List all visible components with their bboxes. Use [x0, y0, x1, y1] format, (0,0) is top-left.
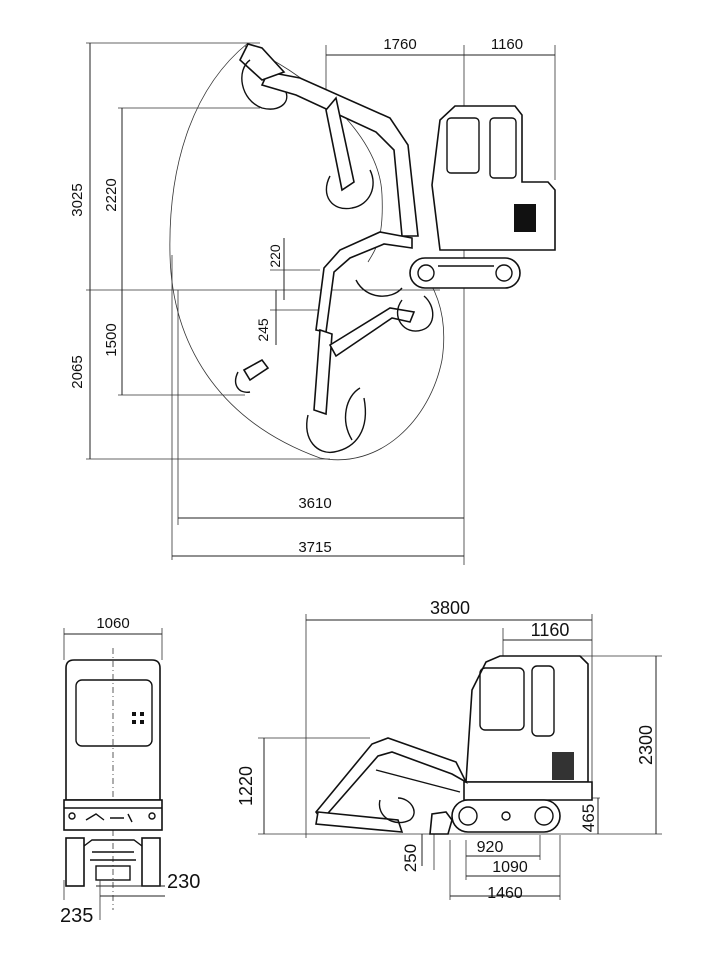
dim-465: 465	[579, 804, 598, 832]
dim-235: 235	[60, 905, 93, 927]
arm-dig	[242, 358, 270, 382]
front-windshield	[75, 679, 153, 747]
base-bolt	[148, 812, 156, 820]
front-light	[140, 720, 144, 724]
dim-3025: 3025	[69, 183, 86, 216]
dim-1060: 1060	[96, 615, 129, 632]
arm-raised	[239, 43, 286, 81]
cab-window	[446, 117, 480, 174]
side-track-roller	[501, 811, 511, 821]
side-boom	[314, 737, 468, 822]
base-bolt	[68, 812, 76, 820]
dim-1090: 1090	[492, 859, 528, 876]
dim-220: 220	[267, 244, 283, 268]
bucket-upper	[355, 279, 403, 297]
side-track-wheel	[458, 806, 478, 826]
track-wheel	[417, 264, 435, 282]
dim-245: 245	[255, 318, 271, 342]
side-window	[531, 665, 555, 737]
front-track-left	[65, 837, 85, 887]
working-range-view: 3025 2220 220 245 1500 2065 1760 1160 36…	[69, 36, 556, 565]
front-view: 1060 230 235	[60, 615, 200, 927]
dim-920: 920	[477, 839, 504, 856]
dim-3715: 3715	[298, 539, 331, 556]
dim-250: 250	[401, 844, 420, 872]
front-light	[132, 712, 136, 716]
track	[409, 257, 521, 289]
bucket-extended	[396, 295, 434, 332]
grille	[514, 204, 536, 232]
dim-1500: 1500	[103, 323, 120, 356]
side-machine	[314, 655, 593, 835]
side-track-wheel	[534, 806, 554, 826]
dim-3610: 3610	[298, 495, 331, 512]
bucket-mid	[325, 169, 374, 210]
dim-1220: 1220	[236, 766, 256, 806]
side-cab	[465, 655, 589, 783]
side-bucket	[378, 797, 415, 824]
side-window	[479, 667, 525, 731]
excavator-machine	[234, 43, 556, 453]
track-wheel	[495, 264, 513, 282]
arm-mid	[325, 96, 355, 192]
bucket-low	[306, 397, 366, 453]
dim-3800: 3800	[430, 598, 470, 618]
dim-1160-side: 1160	[531, 620, 570, 640]
bucket-curl	[344, 387, 361, 441]
base-logo	[85, 813, 133, 823]
arm-low	[313, 328, 333, 416]
dim-230: 230	[167, 871, 200, 893]
dim-1160-top: 1160	[491, 36, 523, 53]
side-body	[463, 781, 593, 801]
dim-2300: 2300	[636, 725, 656, 765]
bucket-dig	[234, 371, 251, 393]
dim-1760: 1760	[383, 36, 416, 53]
side-grille	[552, 752, 574, 780]
front-light	[140, 712, 144, 716]
side-hydraulic	[375, 769, 461, 793]
dim-1460: 1460	[487, 885, 523, 902]
bucket-raised	[241, 59, 288, 110]
side-blade	[429, 811, 453, 835]
reach-envelope	[169, 42, 445, 461]
side-view: 3800 1160 2300 1220 465 250 920 1090 146…	[236, 598, 662, 902]
dim-2220: 2220	[103, 178, 120, 211]
side-track	[451, 799, 561, 833]
boom-raised	[260, 71, 419, 237]
front-light	[132, 720, 136, 724]
front-blade-mount	[95, 865, 131, 881]
dim-2065: 2065	[69, 355, 86, 388]
front-undercarriage	[83, 839, 143, 861]
side-arm	[315, 811, 404, 833]
arm-extended	[328, 307, 416, 358]
cab-window	[489, 117, 517, 179]
front-track-right	[141, 837, 161, 887]
front-base	[63, 799, 163, 831]
